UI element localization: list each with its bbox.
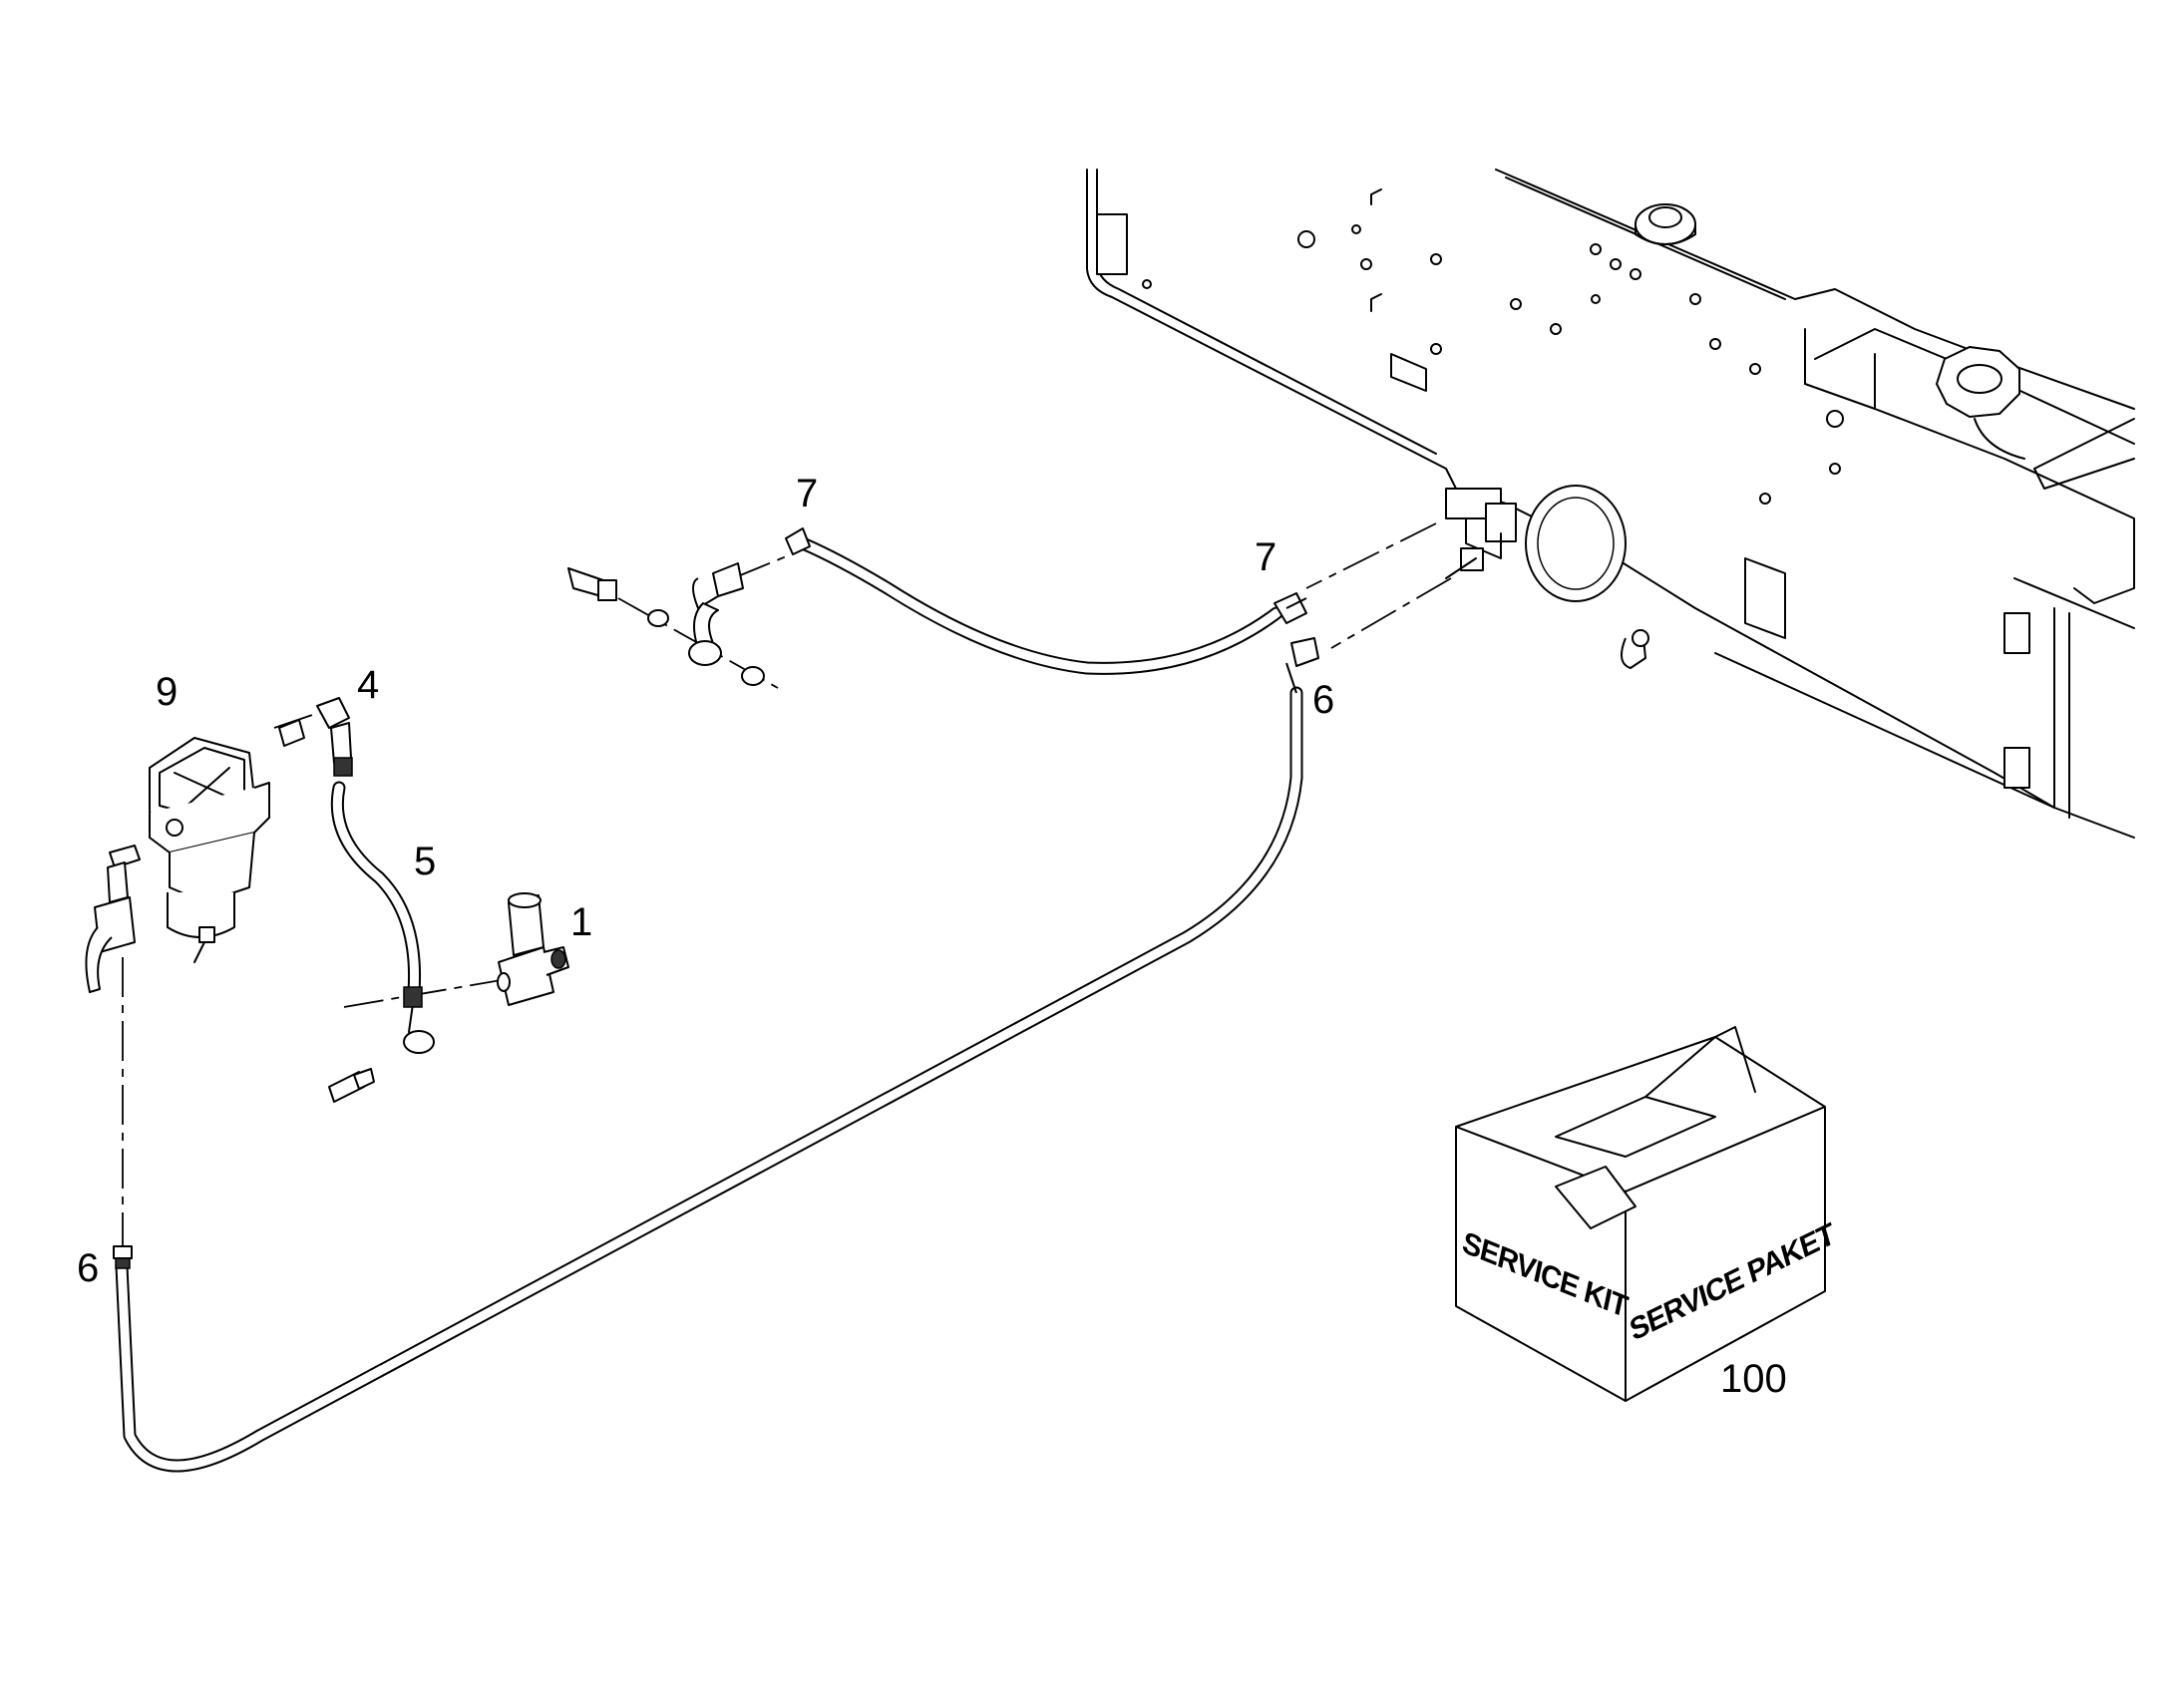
callout-5: 5	[414, 840, 436, 883]
hose-6-end-fitting	[113, 1245, 133, 1269]
fittings-center	[567, 527, 1319, 694]
fuel-filter-assembly	[85, 697, 353, 993]
callout-labels: 7 7 6 9 4 5 1 6 100	[77, 472, 1787, 1401]
callout-9: 9	[156, 670, 178, 714]
valve-fitting	[328, 892, 569, 1103]
callout-7-upper: 7	[796, 472, 818, 515]
callout-4: 4	[357, 663, 379, 707]
machine-frame	[1086, 169, 2135, 839]
hoses	[115, 536, 1303, 1473]
callout-7-right: 7	[1255, 535, 1276, 579]
callout-1: 1	[570, 900, 592, 944]
callout-6-left: 6	[77, 1246, 99, 1290]
callout-6-right: 6	[1312, 678, 1334, 722]
service-kit-box: SERVICE KIT SERVICE PAKET	[1455, 1026, 1839, 1402]
callout-100: 100	[1720, 1357, 1787, 1401]
